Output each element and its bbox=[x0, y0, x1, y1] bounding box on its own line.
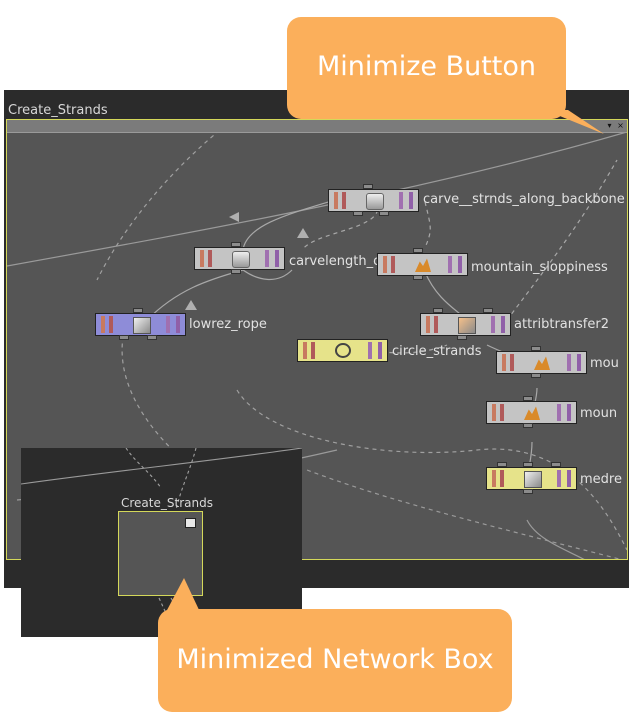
minimized-network-box[interactable] bbox=[118, 511, 203, 596]
network-box-title: Create_Strands bbox=[8, 103, 108, 118]
carve-icon bbox=[232, 251, 250, 268]
box-icon bbox=[524, 471, 542, 488]
node-label: medre bbox=[580, 472, 622, 487]
node-label: attribtransfer2 bbox=[514, 317, 609, 332]
minimized-view-inset: Create_Strands bbox=[21, 448, 302, 637]
node-label: carve__strnds_along_backbone bbox=[423, 192, 625, 207]
callout-minimized-network-box: Minimized Network Box bbox=[158, 609, 512, 712]
node-label: circle_strands bbox=[392, 344, 482, 359]
callout-minimize-button: Minimize Button bbox=[287, 17, 566, 119]
node-label: moun bbox=[580, 406, 618, 421]
minimize-button[interactable]: ▾ bbox=[607, 121, 612, 130]
minimized-box-title: Create_Strands bbox=[121, 496, 213, 510]
expand-button[interactable] bbox=[185, 518, 196, 528]
box-icon bbox=[133, 317, 151, 334]
carve-icon bbox=[366, 193, 384, 210]
node-label: mou bbox=[590, 356, 619, 371]
node-label: mountain_sloppiness bbox=[471, 260, 608, 275]
circle-icon bbox=[335, 343, 351, 358]
node-label: lowrez_rope bbox=[189, 317, 267, 332]
network-box-header[interactable]: ▾ × bbox=[7, 120, 627, 133]
attribtransfer-icon bbox=[458, 317, 476, 334]
close-button[interactable]: × bbox=[617, 121, 624, 130]
